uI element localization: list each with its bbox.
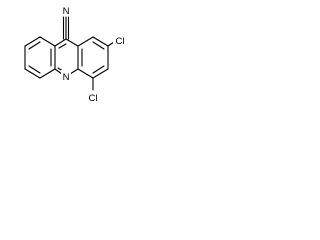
bond-right-4: [92, 68, 109, 79]
bond-right-2: [92, 36, 109, 47]
chemical-structure-diagram: N N Cl Cl: [24, 4, 128, 104]
bond-center-5: [54, 68, 63, 75]
bond-center-2: [65, 38, 79, 47]
bond-left-6: [39, 36, 56, 47]
bond-right-double-1: [92, 41, 105, 50]
atom-label-cl-upper: Cl: [116, 36, 125, 47]
bond-right-5: [77, 68, 94, 79]
bond-left-double-2: [28, 65, 41, 74]
bond-left-5: [24, 36, 41, 47]
bond-right-double-2: [92, 65, 105, 74]
bond-right-1: [77, 36, 94, 47]
bond-left-3: [24, 68, 41, 79]
atom-label-ring-n: N: [63, 72, 70, 83]
bond-center-4: [69, 68, 79, 75]
right-benzene-ring: [77, 36, 109, 79]
bond-center-double-1: [58, 43, 67, 49]
central-pyridine-ring: [54, 38, 79, 75]
atom-label-cl-lower: Cl: [89, 93, 98, 104]
nitrile-group: [62, 16, 70, 40]
atom-label-nitrile-n: N: [63, 6, 70, 17]
bond-left-2: [39, 68, 56, 79]
bond-center-1: [54, 38, 67, 47]
left-benzene-ring: [24, 36, 56, 79]
bond-left-double-1: [28, 41, 41, 50]
